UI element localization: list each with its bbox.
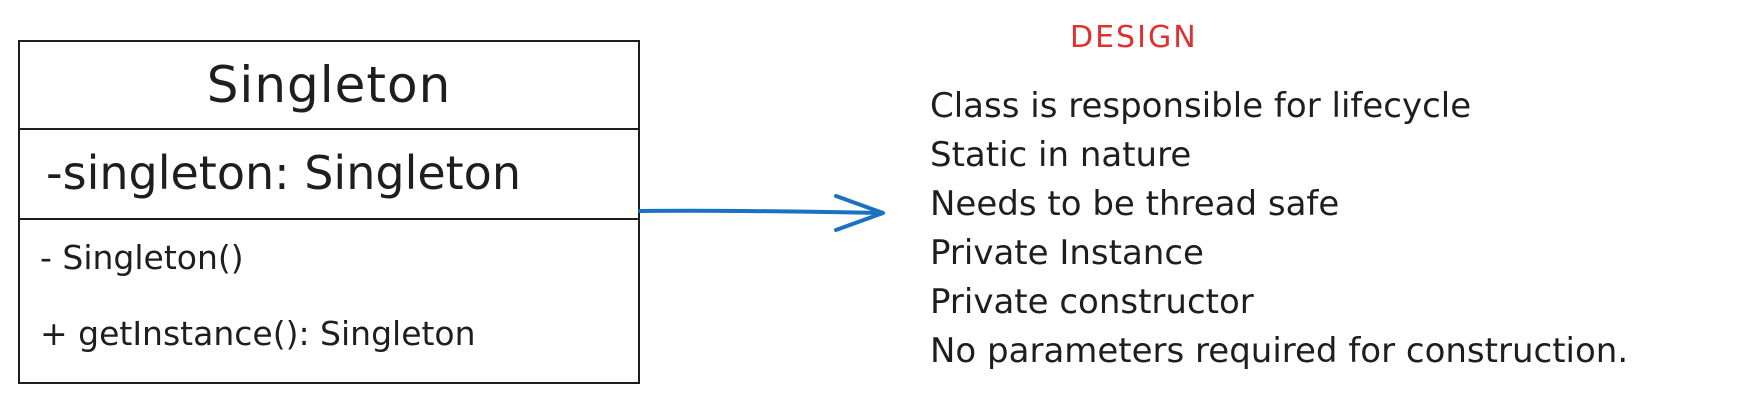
design-item: Needs to be thread safe [930, 184, 1340, 224]
uml-class-box: Singleton -singleton: Singleton - Single… [18, 40, 640, 384]
uml-name-divider [20, 128, 638, 130]
uml-class-name: Singleton [206, 56, 452, 114]
uml-attribute-divider [20, 218, 638, 220]
design-item: Private Instance [930, 233, 1204, 273]
design-item: Class is responsible for lifecycle [930, 86, 1472, 126]
design-item: Private constructor [930, 282, 1254, 322]
design-item: No parameters required for construction. [930, 331, 1629, 371]
uml-method-constructor: - Singleton() [40, 238, 244, 277]
arrow-head [834, 194, 885, 232]
design-list: Class is responsible for lifecycle Stati… [930, 82, 1628, 376]
uml-method-get-instance: + getInstance(): Singleton [40, 314, 476, 353]
uml-attribute: -singleton: Singleton [46, 146, 521, 200]
design-title: DESIGN [1070, 20, 1198, 55]
design-item: Static in nature [930, 135, 1192, 175]
arrow-shaft [638, 208, 884, 215]
